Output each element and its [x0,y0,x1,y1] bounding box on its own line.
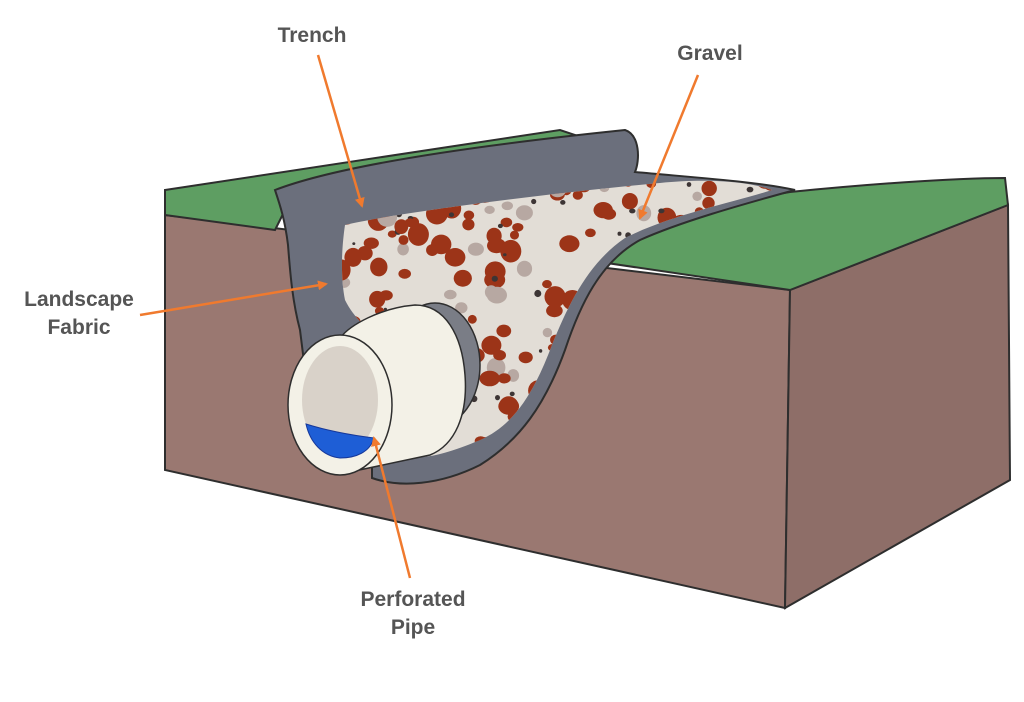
gravel-stone [746,186,754,193]
gravel-stone [559,235,580,253]
gravel-stone [512,223,524,232]
gravel-stone [387,230,397,238]
gravel-stone [467,242,484,256]
gravel-stone [546,304,563,318]
gravel-stone [493,350,506,361]
gravel-stone [515,205,533,221]
gravel-stone [444,247,466,267]
gravel-stone [491,275,498,282]
gravel-stone [363,237,379,249]
gravel-stone [531,198,537,205]
gravel-stone [500,239,522,263]
gravel-stone [369,290,386,308]
gravel-arrow [638,74,700,220]
gravel-stone [462,218,475,231]
gravel-stone [407,223,429,246]
gravel-stone [453,269,472,287]
gravel-stone [498,397,520,415]
gravel-stone [503,253,507,257]
perforated-pipe-interior [302,346,378,454]
gravel-stone [455,302,468,314]
gravel-stone [397,243,409,256]
trench-label-line: Trench [277,24,347,47]
landscape-fabric-arrow [139,280,328,317]
gravel-stone [496,324,512,338]
gravel-stone [448,212,455,217]
gravel-stone [497,223,503,229]
gravel-stone [463,210,475,220]
gravel-stone [495,395,500,401]
gravel-stone [341,277,351,288]
gravel-stone [370,257,388,277]
gravel-label: Gravel [660,40,760,68]
gravel-stone [479,370,500,387]
gravel-label-line: Gravel [677,42,743,65]
perforated-pipe-label-line-1: Perforated [360,588,466,611]
gravel-stone [621,193,638,210]
pipe-water [305,423,375,459]
gravel-stone [352,242,356,246]
gravel-stone [585,228,596,238]
gravel-stone [544,286,566,308]
gravel-stone [344,247,362,267]
landscape-fabric-label-line-1: Landscape [24,288,134,311]
landscape-fabric-label: Landscape Fabric [18,286,140,342]
gravel-stone [617,231,622,236]
gravel-stone [509,391,515,397]
gravel-stone [542,327,553,338]
gravel-stone [658,208,665,214]
gravel-stone [534,289,542,298]
gravel-stone [486,227,502,244]
gravel-stone [538,349,543,353]
gravel-stone [593,202,613,219]
gravel-stone [701,180,717,197]
gravel-stone [481,335,502,355]
gravel-stone [572,190,583,200]
gravel-stone [484,205,495,214]
gravel-stone [398,268,412,279]
gravel-stone [629,208,636,214]
gravel-stone [510,230,519,240]
trench-label: Trench [262,22,362,50]
gravel-stone [692,191,702,201]
gravel-stone [444,289,457,300]
gravel-stone [500,217,513,228]
gravel-stone [341,259,351,281]
gravel-stone [518,351,533,364]
gravel-stone [484,285,498,299]
gravel-stone [560,200,566,205]
gravel-stone [398,235,409,245]
gravel-stone [426,244,439,256]
gravel-stone [686,182,692,187]
gravel-stone [516,260,533,277]
gravel-stone [467,314,477,324]
gravel-stone [497,373,511,384]
perforated-pipe-label-line-2: Pipe [390,616,436,639]
gravel-stone [501,201,513,211]
gravel-stone [542,280,552,289]
gravel-stone [484,261,506,282]
trench-arrow [316,54,365,208]
gravel-stone [702,196,715,210]
landscape-fabric-label-line-2: Fabric [47,316,111,339]
perforated-pipe-arrow [371,436,412,579]
gravel-stone [404,218,416,228]
perforated-pipe-label: Perforated Pipe [346,586,480,642]
